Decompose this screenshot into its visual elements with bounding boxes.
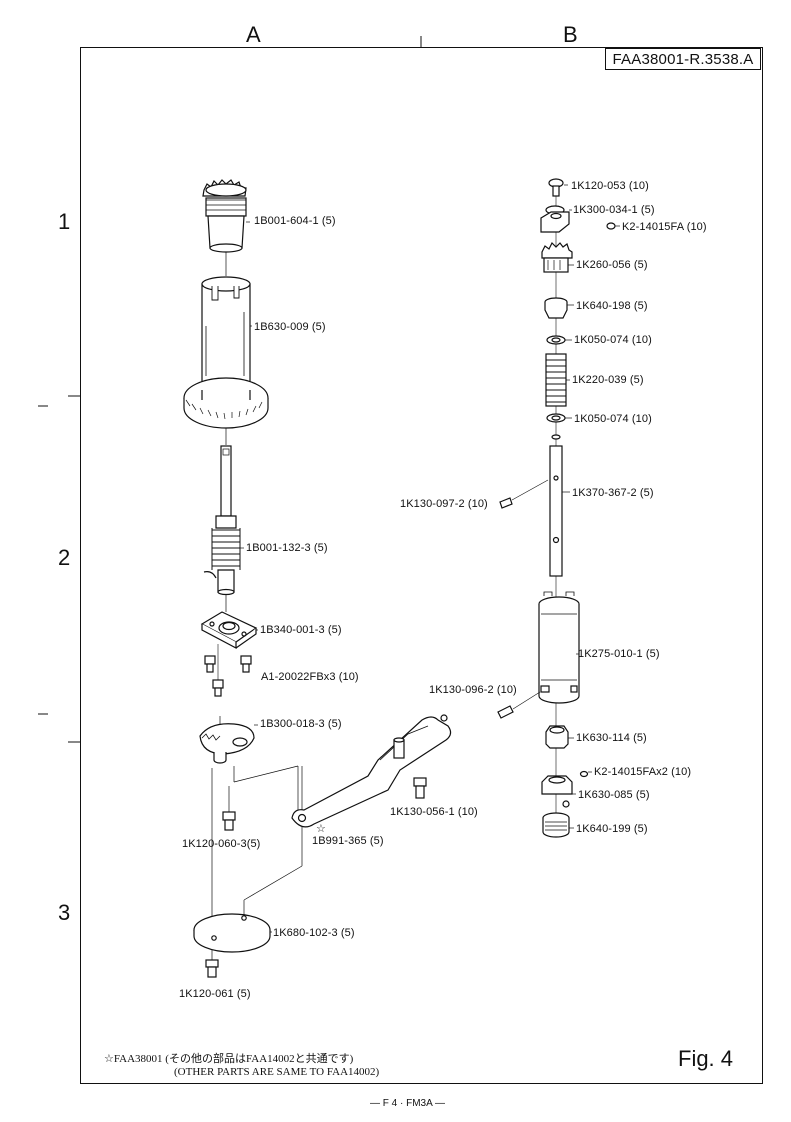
part-label: 1B340-001-3 (5): [260, 624, 342, 636]
part-1k130-056-1: [413, 777, 427, 799]
part-a1-20022fb: [204, 644, 252, 697]
part-label: 1K130-097-2 (10): [400, 498, 488, 510]
figure-label: Fig. 4: [678, 1046, 734, 1071]
part-label: 1K130-096-2 (10): [429, 684, 517, 696]
part-label: 1B300-018-3 (5): [260, 718, 342, 730]
part-1k130-096-2: [497, 691, 541, 719]
row-label-2: 2: [58, 545, 71, 570]
row-label-1: 1: [58, 209, 71, 234]
part-1k120-060-3: [222, 811, 236, 831]
part-1k370-367-2: [549, 434, 563, 577]
drawing-frame: [80, 47, 763, 1084]
part-1k300-034-1: [540, 205, 570, 233]
part-1k130-097-2: [499, 479, 549, 509]
page-code: — F 4 · FM3A —: [370, 1098, 446, 1109]
part-1b300-018-3: [199, 716, 255, 764]
part-1b991-365: [291, 714, 452, 828]
part-label: 1K630-085 (5): [578, 789, 650, 801]
part-label: 1K120-060-3(5): [182, 838, 261, 850]
part-1k050-074-upper: [546, 335, 566, 345]
part-label: 1B630-009 (5): [254, 321, 326, 333]
part-1b001-132-3: [203, 445, 241, 596]
part-label: 1K050-074 (10): [574, 334, 652, 346]
part-1b001-604-1: [202, 179, 247, 253]
part-label: 1K370-367-2 (5): [572, 487, 654, 499]
part-label: 1K120-053 (10): [571, 180, 649, 192]
row-label-3: 3: [58, 900, 71, 925]
part-label: 1K260-056 (5): [576, 259, 648, 271]
part-label: 1K275-010-1 (5): [578, 648, 660, 660]
part-label: 1K130-056-1 (10): [390, 806, 478, 818]
drawing-code: FAA38001-R.3538.A: [605, 48, 761, 70]
part-label: 1K220-039 (5): [572, 374, 644, 386]
part-1k120-053: [548, 178, 564, 197]
part-1b630-009: [183, 276, 269, 429]
part-label: 1K640-199 (5): [576, 823, 648, 835]
part-1k050-074-lower: [546, 413, 566, 423]
part-k2-14015fa: [606, 222, 616, 230]
column-label-a: A: [246, 22, 261, 47]
part-label: 1B001-604-1 (5): [254, 215, 336, 227]
part-1k120-061: [205, 959, 219, 978]
part-label: 1B991-365 (5): [312, 835, 384, 847]
part-1k260-056: [541, 241, 573, 273]
part-1b340-001-3: [200, 611, 258, 649]
part-label: K2-14015FA (10): [622, 221, 707, 233]
note-line-2: (OTHER PARTS ARE SAME TO FAA14002): [174, 1066, 380, 1078]
part-label: 1B001-132-3 (5): [246, 542, 328, 554]
part-label: A1-20022FBx3 (10): [261, 671, 359, 683]
part-1k220-039: [545, 353, 567, 407]
part-label: 1K630-114 (5): [576, 732, 647, 744]
part-1k630-114: [545, 725, 569, 749]
part-1k630-085: [541, 770, 589, 808]
part-label: 1K300-034-1 (5): [573, 204, 655, 216]
part-1k640-198: [544, 297, 568, 319]
column-label-b: B: [563, 22, 578, 47]
part-label: 1K680-102-3 (5): [273, 927, 355, 939]
part-label: 1K640-198 (5): [576, 300, 648, 312]
note-line-1: ☆FAA38001 (その他の部品はFAA14002と共通です): [104, 1053, 354, 1065]
part-label: 1K050-074 (10): [574, 413, 652, 425]
part-1k275-010-1: [538, 591, 580, 704]
part-label: 1K120-061 (5): [179, 988, 251, 1000]
star-mark: ☆: [316, 823, 326, 835]
part-1k640-199: [542, 812, 570, 838]
part-label: K2-14015FAx2 (10): [594, 766, 692, 778]
part-1k680-102-3: [193, 913, 271, 953]
